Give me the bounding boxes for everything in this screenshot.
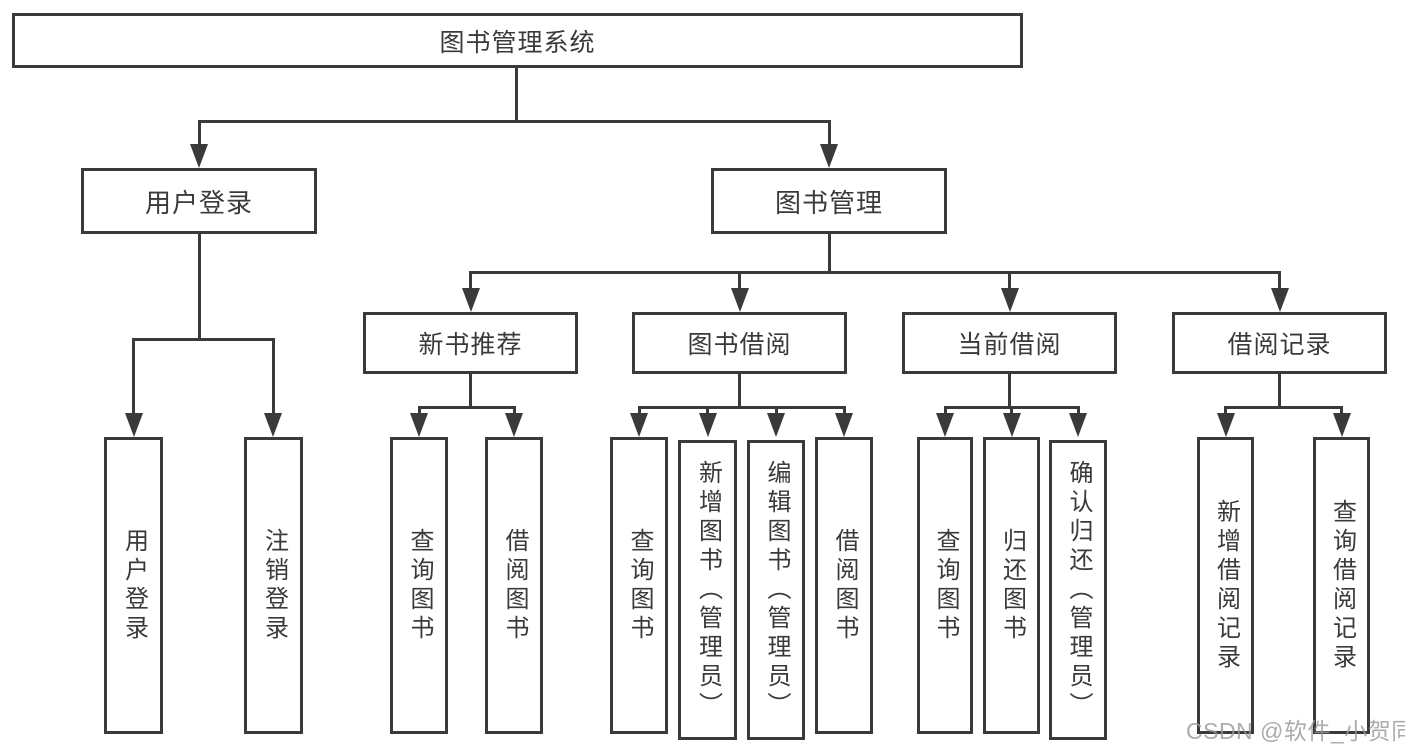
leaf-nb-query-label: 查询图书 [406,527,433,644]
node-user-login: 用户登录 [81,168,317,234]
node-current-borrow: 当前借阅 [902,312,1117,374]
arrow-bb-edit-icon [767,413,785,437]
leaf-bb-edit: 编辑图书（管理员） [747,440,805,740]
leaf-login-label: 用户登录 [120,527,148,644]
arrow-new-book-icon [462,288,480,312]
leaf-bb-borrow: 借阅图书 [815,437,873,734]
node-book-borrow-label: 图书借阅 [687,331,792,359]
arrow-cb-query-icon [936,413,954,437]
leaf-br-query: 查询借阅记录 [1313,437,1370,734]
arrow-book-borrow-icon [731,288,749,312]
leaf-nb-borrow: 借阅图书 [485,437,543,734]
arrow-current-borrow-icon [1001,288,1019,312]
connector-user-login-split [132,338,275,341]
connector-drop-book-borrow [738,271,741,290]
connector-drop-cb-confirm [1077,406,1080,415]
leaf-cb-confirm: 确认归还（管理员） [1049,440,1107,740]
arrow-bb-query-icon [630,413,648,437]
leaf-nb-borrow-label: 借阅图书 [501,527,528,644]
connector-drop-bb-query [638,406,641,415]
connector-drop-book-management [828,120,831,146]
connector-drop-borrow-records [1278,271,1281,290]
node-current-borrow-label: 当前借阅 [957,331,1062,359]
connector-book-management-stem [828,234,831,271]
arrow-borrow-records-icon [1271,288,1289,312]
leaf-bb-query: 查询图书 [610,437,668,734]
leaf-cb-return-label: 归还图书 [998,527,1026,644]
node-book-management: 图书管理 [711,168,947,234]
arrow-bb-add-icon [699,413,717,437]
node-root-label: 图书管理系统 [439,28,596,57]
node-borrow-records-label: 借阅记录 [1227,331,1332,359]
connector-drop-nb-query [418,406,421,415]
arrow-user-login-icon [190,144,208,168]
connector-drop-bb-add [706,406,709,415]
connector-drop-leaf-login [132,338,135,415]
leaf-cb-query: 查询图书 [917,437,973,734]
connector-drop-current-borrow [1008,271,1011,290]
arrow-cb-confirm-icon [1069,413,1087,437]
arrow-nb-borrow-icon [505,413,523,437]
leaf-br-add-label: 新增借阅记录 [1212,498,1240,673]
arrow-book-management-icon [820,144,838,168]
node-new-book: 新书推荐 [363,312,578,374]
arrow-bb-borrow-icon [835,413,853,437]
connector-new-book-split [418,406,516,409]
connector-book-borrow-stem [738,374,741,406]
leaf-login: 用户登录 [104,437,163,734]
leaf-br-query-label: 查询借阅记录 [1328,498,1356,673]
leaf-logout: 注销登录 [244,437,303,734]
connector-drop-new-book [469,271,472,290]
connector-drop-bb-edit [775,406,778,415]
connector-drop-cb-query [944,406,947,415]
arrow-cb-return-icon [1003,413,1021,437]
leaf-cb-query-label: 查询图书 [932,527,959,644]
connector-drop-leaf-logout [272,338,275,415]
arrow-nb-query-icon [410,413,428,437]
node-book-management-label: 图书管理 [774,187,883,218]
connector-drop-br-query [1340,406,1343,415]
node-new-book-label: 新书推荐 [418,331,523,359]
connector-new-book-stem [469,374,472,406]
leaf-bb-query-label: 查询图书 [626,527,653,644]
leaf-bb-borrow-label: 借阅图书 [831,527,858,644]
connector-borrow-records-stem [1278,374,1281,406]
connector-user-login-stem [198,234,201,338]
leaf-bb-edit-label: 编辑图书（管理员） [763,459,790,721]
leaf-cb-confirm-label: 确认归还（管理员） [1065,459,1092,721]
node-borrow-records: 借阅记录 [1172,312,1387,374]
leaf-cb-return: 归还图书 [983,437,1040,734]
leaf-bb-add-label: 新增图书（管理员） [694,459,722,721]
connector-drop-nb-borrow [513,406,516,415]
connector-drop-br-add [1224,406,1227,415]
leaf-nb-query: 查询图书 [390,437,448,734]
connector-book-borrow-split [638,406,844,409]
connector-borrow-records-split [1224,406,1340,409]
connector-root-stem [515,68,518,120]
connector-root-split [198,120,831,123]
connector-drop-user-login [198,120,201,146]
watermark: CSDN @软件_小贺同学 [1186,718,1405,744]
node-book-borrow: 图书借阅 [632,312,847,374]
node-user-login-label: 用户登录 [144,187,253,218]
leaf-bb-add: 新增图书（管理员） [678,440,737,740]
connector-drop-cb-return [1010,406,1013,415]
node-root: 图书管理系统 [12,13,1023,68]
leaf-br-add: 新增借阅记录 [1197,437,1254,734]
arrow-leaf-login-icon [125,413,143,437]
arrow-leaf-logout-icon [264,413,282,437]
connector-current-borrow-stem [1008,374,1011,406]
arrow-br-query-icon [1333,413,1351,437]
connector-drop-bb-borrow [843,406,846,415]
leaf-logout-label: 注销登录 [260,527,288,644]
connector-book-management-split [469,271,1281,274]
arrow-br-add-icon [1217,413,1235,437]
